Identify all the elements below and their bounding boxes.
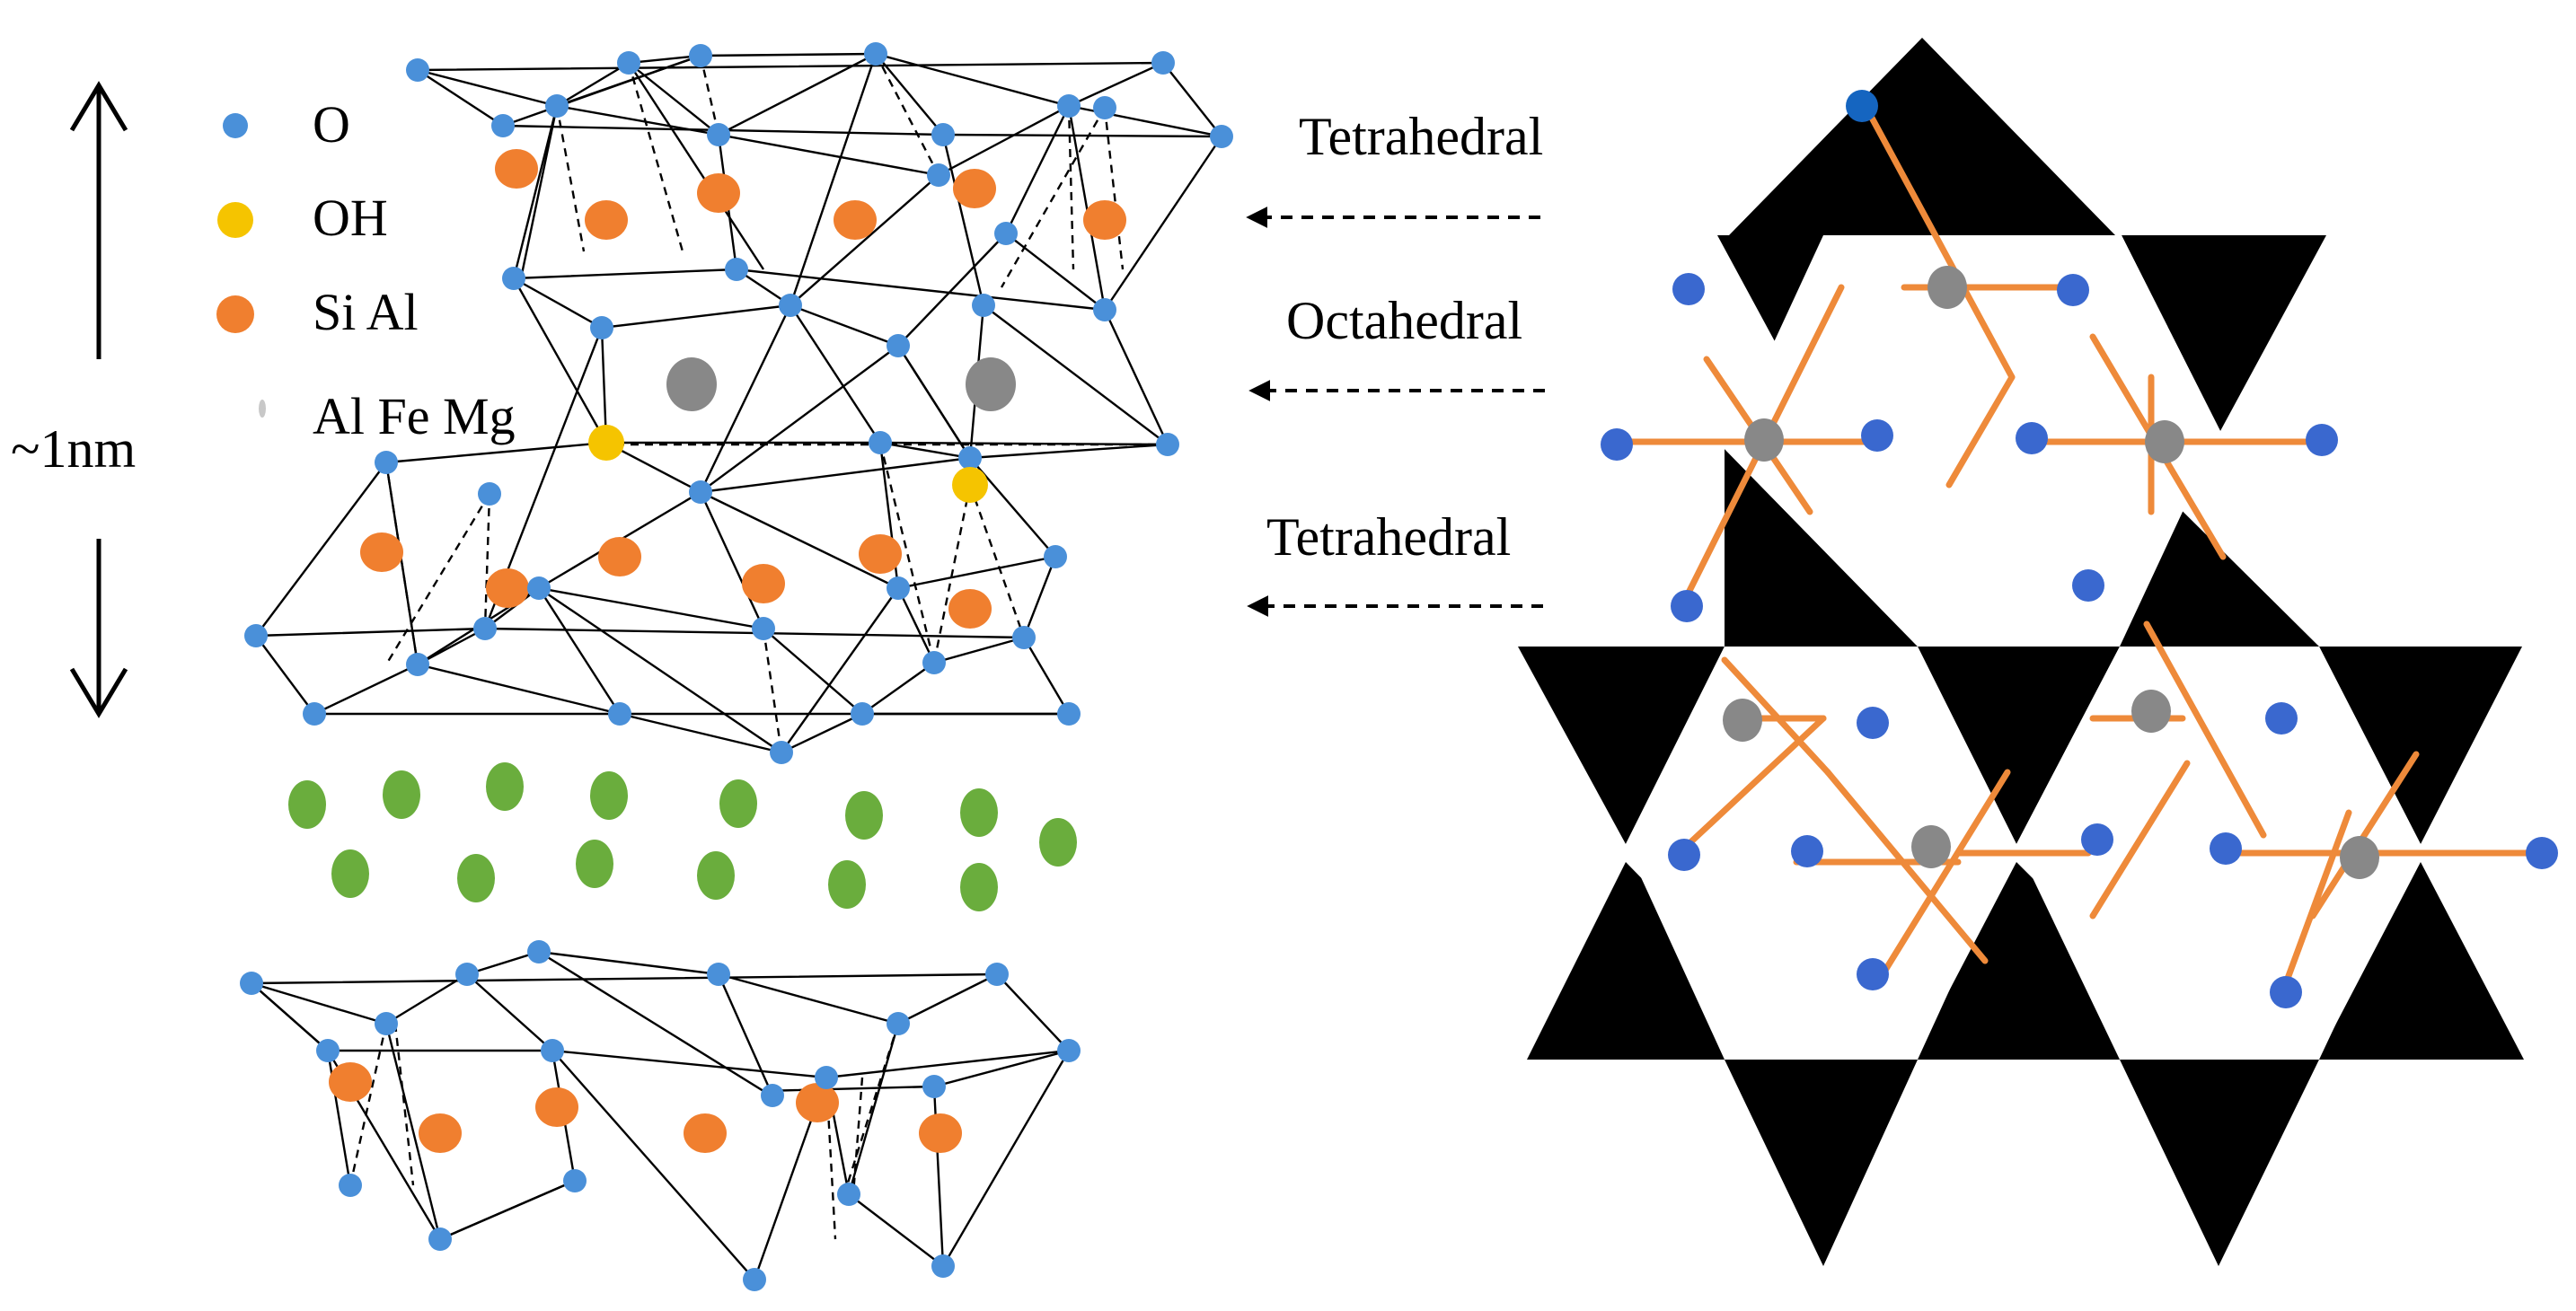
si-al-atom bbox=[834, 200, 877, 240]
scale-label: ~1nm bbox=[11, 419, 136, 479]
legend-al-fe-mg-icon bbox=[259, 400, 266, 418]
si-al-atom bbox=[360, 532, 403, 572]
label-tetrahedral-bottom: Tetrahedral bbox=[1266, 507, 1511, 567]
legend-oxygen-icon bbox=[223, 113, 248, 138]
legend-si-al-label: Si Al bbox=[313, 283, 419, 341]
si-al-atom bbox=[742, 564, 785, 603]
si-al-atom bbox=[953, 169, 996, 208]
tetrahedron-down bbox=[2319, 647, 2522, 844]
legend-hydroxyl-label: OH bbox=[313, 189, 388, 247]
si-al-atom bbox=[535, 1087, 578, 1127]
si-al-atom bbox=[859, 534, 902, 574]
legend-oxygen-label: O bbox=[313, 95, 350, 154]
oxygen-atoms bbox=[240, 42, 1233, 1291]
scale-arrow-up-head bbox=[69, 81, 128, 132]
tetrahedron-up bbox=[2317, 862, 2524, 1060]
label-octahedral: Octahedral bbox=[1286, 291, 1522, 350]
scale-arrow-down-head bbox=[69, 667, 128, 718]
al-fe-mg-cations bbox=[666, 357, 1016, 411]
tetrahedron-down bbox=[2122, 235, 2326, 431]
interlayer-cations bbox=[288, 762, 1077, 911]
legend-al-fe-mg-label: Al Fe Mg bbox=[313, 387, 516, 445]
si-al-atom bbox=[598, 537, 641, 576]
si-al-atom bbox=[697, 173, 740, 213]
legend-hydroxyl-icon bbox=[217, 202, 253, 238]
si-al-atom bbox=[585, 200, 628, 240]
scale-bar: ~1nm bbox=[11, 81, 136, 718]
left-structure-dashed-edges bbox=[348, 53, 1168, 1240]
tetrahedral-sheet-pattern bbox=[1518, 38, 2524, 1266]
tetrahedron-down bbox=[1725, 1060, 1918, 1266]
layer-labels: Tetrahedral Octahedral Tetrahedral bbox=[1246, 107, 1545, 617]
tetrahedron-down bbox=[1918, 647, 2120, 844]
si-al-atom bbox=[948, 589, 992, 629]
si-al-cations bbox=[329, 149, 1126, 1153]
tetrahedron-down bbox=[1518, 647, 1725, 844]
right-al-fe-mg-cations bbox=[1723, 266, 2379, 879]
si-al-atom bbox=[486, 568, 529, 608]
si-al-atom bbox=[419, 1113, 462, 1153]
al-fe-mg-atom bbox=[666, 357, 717, 411]
legend: O OH Si Al Al Fe Mg bbox=[216, 95, 516, 445]
si-al-atom bbox=[495, 149, 538, 189]
si-al-atom bbox=[1083, 200, 1126, 240]
al-fe-mg-atom bbox=[966, 357, 1016, 411]
legend-si-al-icon bbox=[216, 295, 254, 333]
si-al-atom bbox=[684, 1113, 727, 1153]
hydroxyl-groups bbox=[588, 425, 988, 503]
tetrahedron-up bbox=[1729, 38, 2115, 235]
tetrahedron-down bbox=[2120, 1060, 2319, 1266]
left-structure-edges bbox=[251, 52, 1224, 1282]
si-al-atom bbox=[329, 1062, 372, 1102]
si-al-atom bbox=[796, 1083, 839, 1122]
label-tetrahedral-top: Tetrahedral bbox=[1299, 107, 1543, 166]
si-al-atom bbox=[919, 1113, 962, 1153]
right-oxygen-atoms bbox=[1601, 90, 2558, 1008]
